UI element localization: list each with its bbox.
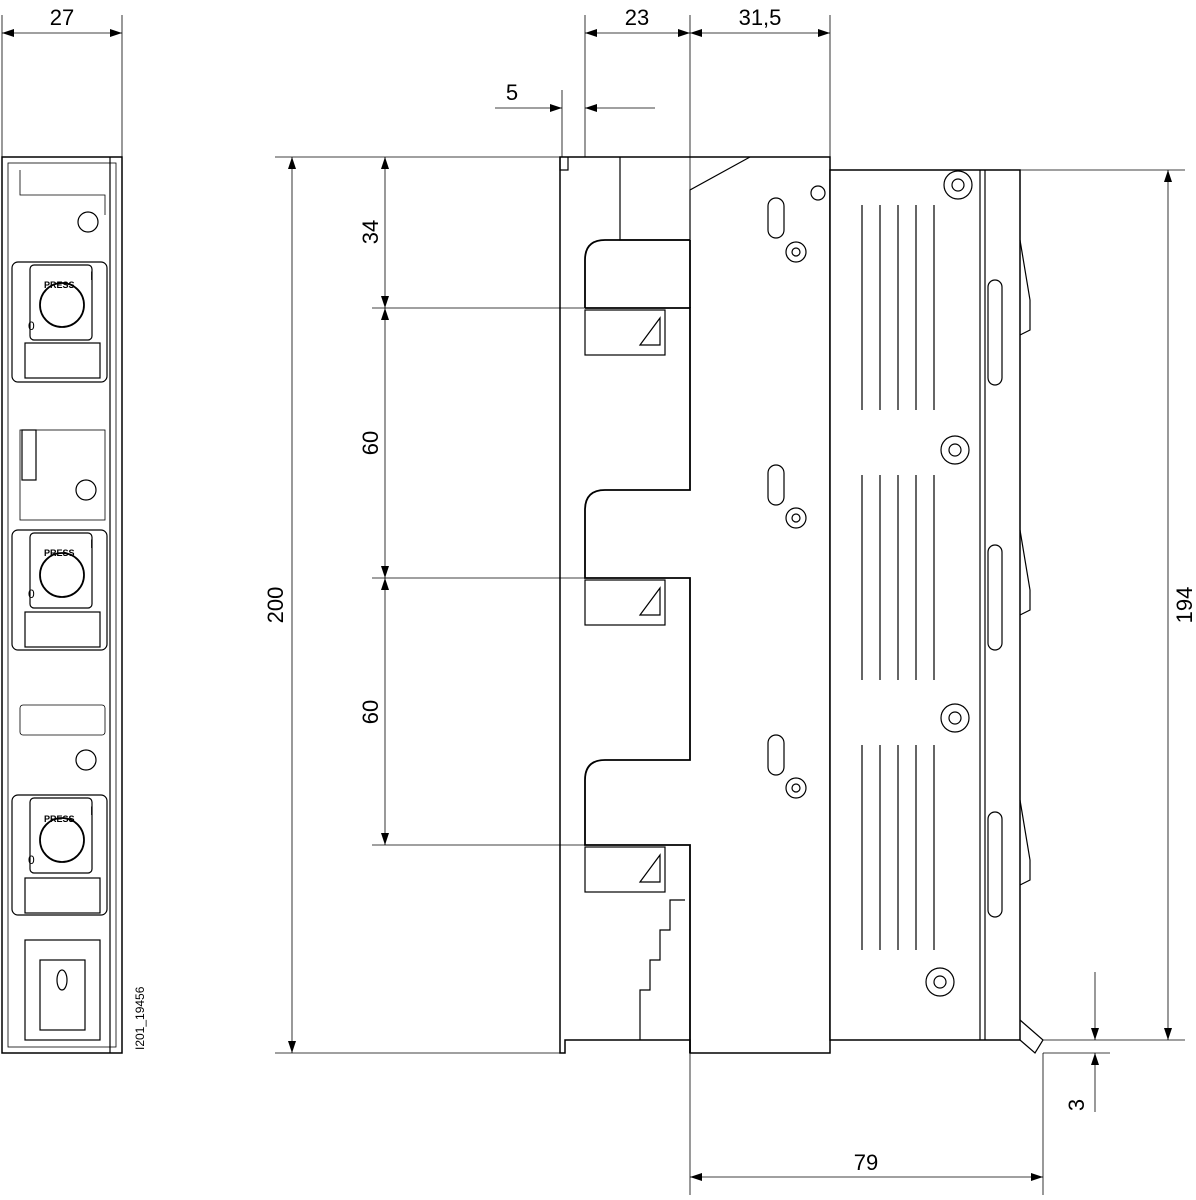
svg-text:PRESS: PRESS: [44, 280, 75, 290]
side-view: [559, 156, 1044, 1054]
svg-text:0: 0: [28, 853, 35, 867]
dim-offset: 5: [495, 80, 655, 157]
press-button[interactable]: [39, 282, 85, 328]
press-button[interactable]: [39, 817, 85, 863]
dim-heights: 200 34 60 60: [263, 156, 585, 1054]
dim-depth-top: 23 31,5: [584, 5, 831, 240]
svg-text:0: 0: [28, 587, 35, 601]
drawing-id: I201_19456: [133, 986, 147, 1050]
dim-foot: 3: [1064, 972, 1099, 1112]
dim-mount-height: 194: [1020, 169, 1196, 1054]
svg-text:3: 3: [1064, 1099, 1089, 1111]
svg-text:60: 60: [358, 700, 383, 724]
svg-text:31,5: 31,5: [739, 5, 782, 30]
terminals: [584, 309, 666, 893]
hinges: [767, 185, 856, 931]
fuse-module-2: PRESS 0 I: [11, 529, 108, 651]
fuse-module-1: PRESS 0 I: [11, 261, 108, 383]
slots: [987, 239, 1044, 1054]
svg-text:0: 0: [28, 319, 35, 333]
svg-text:PRESS: PRESS: [44, 814, 75, 824]
svg-text:PRESS: PRESS: [44, 548, 75, 558]
svg-text:200: 200: [263, 587, 288, 624]
dim-front-width: 27: [1, 5, 123, 157]
svg-text:60: 60: [358, 431, 383, 455]
svg-text:I: I: [90, 269, 93, 283]
svg-text:I: I: [90, 537, 93, 551]
dim-total-depth: 79: [689, 1053, 1044, 1195]
svg-text:34: 34: [358, 220, 383, 244]
fuse-module-3: PRESS 0 I: [11, 794, 108, 916]
front-view: PRESS 0 I PRESS 0 I PRESS 0 I: [1, 156, 123, 1054]
svg-text:79: 79: [854, 1150, 878, 1175]
screws: [925, 170, 973, 997]
svg-text:27: 27: [50, 5, 74, 30]
svg-text:I: I: [90, 804, 93, 818]
cooling-fins: [861, 205, 935, 950]
svg-text:194: 194: [1172, 587, 1196, 624]
svg-text:5: 5: [506, 80, 518, 105]
svg-text:23: 23: [625, 5, 649, 30]
press-button[interactable]: [39, 552, 85, 598]
